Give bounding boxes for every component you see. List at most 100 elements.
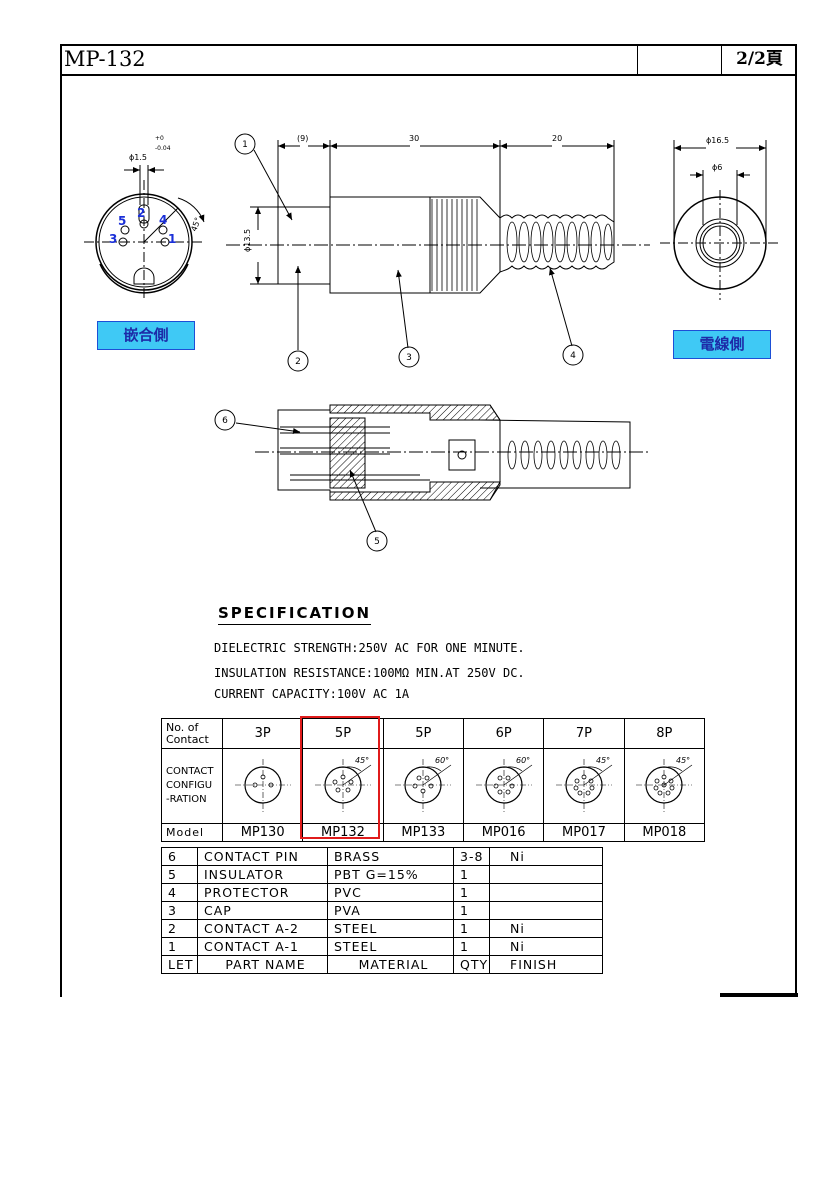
title-block: MP-132 2/2頁 [60,44,797,76]
cfg-model: MP017 [543,823,625,842]
cfg-model: MP133 [382,823,464,842]
inner-dia-dim: ϕ6 [712,163,722,172]
drawing-title: MP-132 [60,44,638,74]
cfg-contacts: 8P [623,718,706,749]
parts-cell-let: 3 [161,901,198,920]
parts-cell-finish [489,883,603,902]
parts-cell-let: 2 [161,919,198,938]
len-cap-dim: (9) [297,134,308,143]
pin-angle-label: 45° [355,756,369,765]
spec-line-current: CURRENT CAPACITY:100V AC 1A [214,687,410,701]
pin-config-diagram: 45° [314,756,372,813]
cfg-row-label: CONTACT CONFIGU -RATION [161,748,223,824]
pin-angle-label: 45° [596,756,610,765]
pin-tol-lower: -0.04 [155,145,171,152]
parts-cell-finish [489,901,603,920]
parts-cell-qty: 1 [453,883,490,902]
spec-line-dielectric: DIELECTRIC STRENGTH:250V AC FOR ONE MINU… [214,641,525,655]
cfg-contacts: 5P [302,718,384,749]
parts-cell-name: CONTACT A-2 [197,919,328,938]
pin-dia-dim: ϕ1.5 [129,153,147,162]
parts-cell-let: 5 [161,865,198,884]
frame-bottom-bar [720,993,798,997]
len-body-dim: 30 [409,134,419,143]
page-number: 2/2頁 [736,49,783,69]
parts-cell-finish: Ni [489,919,603,938]
callout-number: 5 [374,537,380,547]
callout-number: 4 [570,351,576,361]
cfg-model: MP016 [462,823,545,842]
parts-cell-let: 1 [161,937,198,956]
cable-side-label: 電線側 [673,330,771,359]
pin-angle-label: 60° [435,756,449,765]
spec-title: SPECIFICATION [218,604,372,625]
pin-config-diagram: 45° [555,756,613,813]
parts-cell-finish [489,865,603,884]
cfg-contacts: 6P [462,718,545,749]
parts-cell-name: CONTACT A-1 [197,937,328,956]
parts-cell-qty: 3-8 [453,847,490,866]
parts-cell-finish: Ni [489,937,603,956]
cfg-contacts: 5P [382,718,464,749]
pin-config-cell: 45° [543,748,625,824]
pin-config-diagram: 60° [475,756,532,813]
pin-number: 1 [168,232,176,246]
parts-cell-material: PVA [327,901,454,920]
parts-cell-qty: 1 [453,865,490,884]
parts-header: MATERIAL [327,955,454,974]
contact-config-table: No. of Contact 3P 5P 5P 6P 7P 8P CONTACT… [161,718,706,842]
spec-line-insulation: INSULATION RESISTANCE:100MΩ MIN.AT 250V … [214,666,525,680]
pin-config-cell: 60° [462,748,545,824]
pin-angle-label: 60° [516,756,530,765]
callout-number: 2 [295,357,301,367]
len-protector-dim: 20 [552,134,562,143]
parts-cell-name: CONTACT PIN [197,847,328,866]
parts-cell-name: CAP [197,901,328,920]
parts-cell-let: 6 [161,847,198,866]
parts-cell-material: STEEL [327,937,454,956]
pin-config-cell [221,748,304,824]
section-view [235,404,650,533]
pin-config-cell: 60° [382,748,464,824]
title-block-blank [638,44,722,74]
cfg-model: MP018 [623,823,706,842]
cfg-row-label: Model [161,823,223,842]
cfg-contacts: 3P [221,718,304,749]
pin-config-diagram [234,759,291,813]
front-view [84,165,205,300]
angle-dim: 45° [189,216,202,232]
parts-cell-qty: 1 [453,901,490,920]
end-view [660,140,780,300]
pin-number: 4 [159,213,167,227]
outer-dia-dim: ϕ16.5 [706,136,729,145]
pin-config-diagram: 45° [636,756,693,813]
parts-header: FINISH [489,955,603,974]
parts-cell-name: INSULATOR [197,865,328,884]
drawing-frame [60,44,797,997]
cfg-model: MP130 [221,823,304,842]
callout-number: 1 [242,140,248,150]
pin-number: 2 [137,206,145,220]
cfg-contacts: 7P [543,718,625,749]
parts-header: PART NAME [197,955,328,974]
pin-config-diagram: 60° [395,756,452,813]
parts-cell-material: PBT G=15% [327,865,454,884]
pin-config-cell: 45° [623,748,706,824]
pin-tol-upper: +0 [155,135,164,142]
parts-cell-material: PVC [327,883,454,902]
mating-side-label: 嵌合側 [97,321,195,350]
body-dia-dim: ϕ13.5 [243,229,252,252]
parts-cell-name: PROTECTOR [197,883,328,902]
callout-number: 6 [222,416,228,426]
parts-cell-qty: 1 [453,937,490,956]
parts-cell-material: BRASS [327,847,454,866]
parts-cell-let: 4 [161,883,198,902]
side-view [226,140,650,350]
